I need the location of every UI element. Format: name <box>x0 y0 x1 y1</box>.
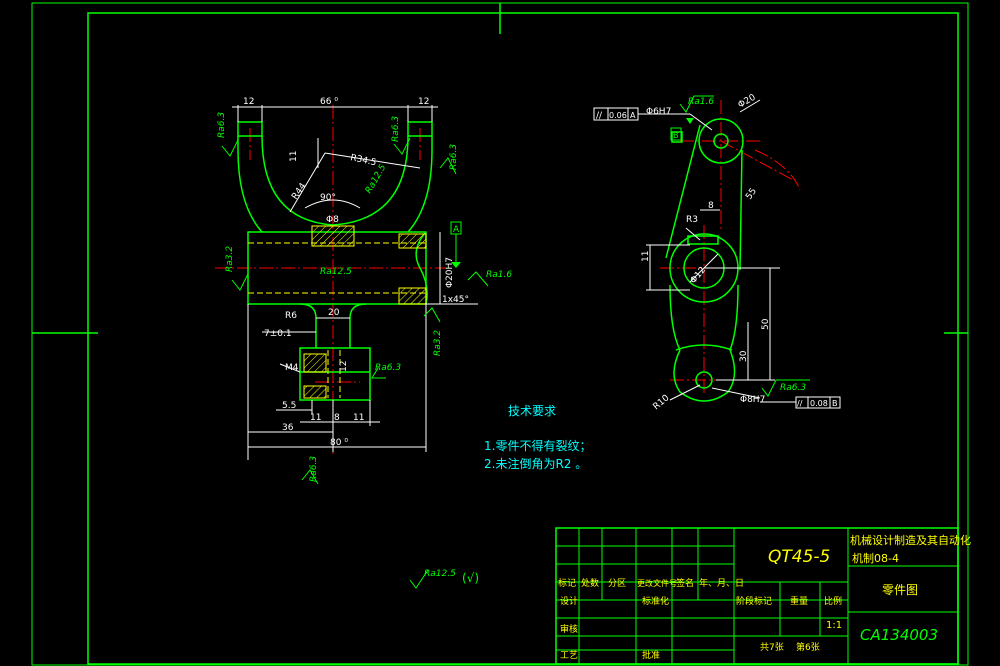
notes-line-2: 2.未注倒角为R2 。 <box>484 456 587 471</box>
front-hatching <box>303 225 427 399</box>
tb-header-zone: 分区 <box>608 578 626 589</box>
dim-r345: R34.5 <box>349 153 377 168</box>
tol2-symbol: // <box>797 399 803 408</box>
tolerance-frame-1: // 0.06 A <box>593 107 713 131</box>
front-view: A 12 66 ⁰ 12 11 R34.5 R44 90° Φ8 7±0.1 R… <box>215 97 512 589</box>
tb-class: 机制08-4 <box>852 551 899 565</box>
tb-process: 工艺 <box>560 650 578 661</box>
front-outline <box>237 121 433 401</box>
side-outline <box>665 118 744 402</box>
tb-total-sheets: 共7张 <box>760 642 784 653</box>
tb-weight: 重量 <box>790 595 808 607</box>
tb-check: 审核 <box>560 623 578 635</box>
front-dimension-lines <box>232 105 478 460</box>
dim-11-side: 11 <box>641 251 651 262</box>
side-dimension-text: Φ6H7 Φ20 55 R3 8 11 Φ12 50 30 R10 Φ8H7 <box>641 93 771 413</box>
front-dimension-text: 12 66 ⁰ 12 11 R34.5 R44 90° Φ8 7±0.1 R6 … <box>243 97 469 448</box>
tb-stage-mark: 阶段标记 <box>736 595 772 607</box>
tb-header-change: 更改文件号 <box>637 578 677 588</box>
dim-r10: R10 <box>652 393 672 412</box>
tb-standardize: 标准化 <box>642 595 669 607</box>
tb-drawing-name: 零件图 <box>882 583 918 597</box>
dim-12-vert: 12 <box>339 361 349 372</box>
notes-line-1: 1.零件不得有裂纹； <box>484 438 591 453</box>
dim-phi20h7: Φ20H7 <box>445 257 455 288</box>
general-roughness-label: Ra12.5 <box>424 569 456 579</box>
tb-header-count: 处数 <box>581 577 599 589</box>
dim-36: 36 <box>282 423 294 433</box>
front-hidden-lines <box>248 242 426 398</box>
ra63-right: Ra6.3 <box>449 144 459 170</box>
dim-phi6h7: Φ6H7 <box>646 107 671 117</box>
dim-50: 50 <box>761 318 771 330</box>
tol1-value: 0.06 <box>609 111 627 120</box>
dim-7-tol: 7±0.1 <box>264 329 292 339</box>
ra63-top-left: Ra6.3 <box>217 112 227 138</box>
tb-header-date: 年、月、日 <box>699 577 744 589</box>
dim-12-right: 12 <box>418 97 429 107</box>
tb-design: 设计 <box>560 595 578 607</box>
ra16-right: Ra1.6 <box>486 270 512 280</box>
datum-a-label: A <box>453 225 460 235</box>
ra32-right: Ra3.2 <box>433 330 443 356</box>
dim-11-b: 11 <box>353 413 364 423</box>
dim-20: 20 <box>328 308 340 318</box>
tb-scale-label: 比例 <box>824 595 842 607</box>
ra63-slot: Ra6.3 <box>375 363 401 373</box>
dim-8-side: 8 <box>708 201 714 211</box>
tb-material: QT45-5 <box>768 547 830 567</box>
datum-a-marker: A <box>450 221 462 268</box>
dim-30: 30 <box>739 350 749 362</box>
datum-b-marker: B <box>670 118 694 141</box>
side-dimension-lines <box>646 99 780 401</box>
tol1-symbol: // <box>596 111 603 121</box>
tol2-datum: B <box>832 399 838 408</box>
tb-header-mark: 标记 <box>558 577 576 589</box>
dim-m4: M4 <box>285 363 299 373</box>
tb-school: 机械设计制造及其自动化 <box>850 533 971 547</box>
tb-sheet-no: 第6张 <box>796 641 820 653</box>
general-roughness: Ra12.5 (√) <box>424 569 479 585</box>
technical-notes: 技术要求 1.零件不得有裂纹； 2.未注倒角为R2 。 <box>484 404 591 471</box>
dim-55: 55 <box>744 187 759 202</box>
side-roughness-symbols <box>679 95 810 397</box>
dim-5-5: 5.5 <box>282 401 296 411</box>
side-roughness-labels: Ra1.6 Ra6.3 <box>688 97 806 393</box>
dim-r6: R6 <box>285 311 297 321</box>
dim-11: 11 <box>289 151 299 162</box>
side-view: // 0.06 A B // 0.08 B Φ6H7 <box>593 93 841 413</box>
dim-90deg: 90° <box>320 193 336 203</box>
side-ra63: Ra6.3 <box>780 383 806 393</box>
tb-header-sign: 签名 <box>676 577 694 589</box>
dim-8-b: 8 <box>334 413 340 423</box>
general-roughness-paren: (√) <box>462 571 479 585</box>
dim-66: 66 ⁰ <box>320 97 338 107</box>
dim-r3: R3 <box>686 215 698 225</box>
drawing-frame <box>31 2 969 666</box>
notes-heading: 技术要求 <box>508 404 556 418</box>
tol1-datum: A <box>630 111 636 120</box>
tb-scale-value: 1:1 <box>826 620 842 631</box>
dim-phi8h7: Φ8H7 <box>740 395 765 405</box>
ra32-left: Ra3.2 <box>225 246 235 272</box>
front-roughness-symbols <box>221 137 489 589</box>
title-block: QT45-5 机械设计制造及其自动化 机制08-4 零件图 CA134003 标… <box>555 527 971 665</box>
dim-80: 80 ⁰ <box>330 438 348 448</box>
tolerance-frame-2: // 0.08 B <box>760 396 841 409</box>
tol2-value: 0.08 <box>810 399 828 408</box>
front-center-lines <box>215 105 445 455</box>
dim-12-left: 12 <box>243 97 254 107</box>
ra63-top-right: Ra6.3 <box>391 116 401 142</box>
ra63-bottom: Ra6.3 <box>309 456 319 482</box>
ra125-arc: Ra12.5 <box>364 163 389 196</box>
datum-b-label: B <box>673 131 679 140</box>
tb-code: CA134003 <box>860 626 938 644</box>
ra125-hole: Ra12.5 <box>320 267 352 277</box>
dim-11-a: 11 <box>310 413 321 423</box>
side-ra16: Ra1.6 <box>688 97 714 107</box>
dim-phi8: Φ8 <box>326 215 339 225</box>
dim-chamfer: 1x45° <box>442 295 469 305</box>
tb-approve: 批准 <box>642 649 660 661</box>
